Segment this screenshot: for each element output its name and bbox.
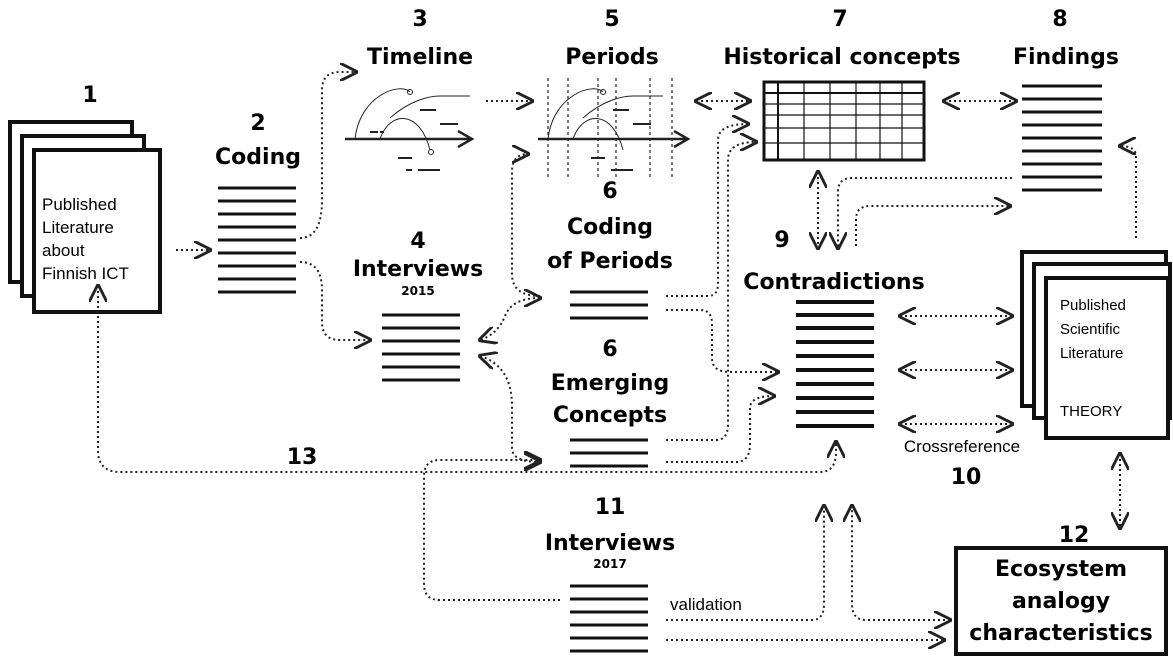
step-5-title: Periods xyxy=(565,45,658,70)
step-3-title: Timeline xyxy=(367,45,473,70)
step-9-number: 9 xyxy=(774,228,789,253)
step-8-title: Findings xyxy=(1013,45,1119,70)
step-3-number: 3 xyxy=(412,7,427,32)
step-12-title-line-1: Ecosystem xyxy=(995,557,1127,582)
theory-document-stack xyxy=(1020,250,1172,440)
theory-doc-tag: THEORY xyxy=(1060,403,1122,420)
arrow-interviews-emerging xyxy=(480,356,540,462)
step-7-title: Historical concepts xyxy=(723,45,960,70)
contradictions-bars xyxy=(796,300,874,428)
arrow-interviews2017-to-emerging xyxy=(423,460,560,601)
literature-doc-line-2: Literature xyxy=(42,218,114,237)
step-1-number: 1 xyxy=(82,83,97,108)
theory-doc-line-2: Scientific xyxy=(1060,321,1121,338)
interviews-2017-bars xyxy=(570,584,648,653)
arrow-contradictions-to-findings xyxy=(855,206,1010,246)
arrow-coding-periods-to-table xyxy=(666,124,748,297)
step-6b-number: 6 xyxy=(602,337,617,362)
step-11-number: 11 xyxy=(595,495,626,520)
step-2-number: 2 xyxy=(250,111,265,136)
step-11-title: Interviews xyxy=(545,531,675,556)
theory-doc-line-3: Literature xyxy=(1060,345,1123,362)
literature-doc-line-1: Published xyxy=(42,195,117,214)
validation-label: validation xyxy=(670,595,742,614)
step-6b-title-line-2: Concepts xyxy=(553,403,667,428)
arrow-theory-to-findings xyxy=(1120,146,1137,238)
arrow-validation-to-contradictions xyxy=(666,506,824,621)
arrow-emerging-to-contradictions xyxy=(666,396,774,463)
step-11-year: 2017 xyxy=(593,557,626,571)
step-2-title: Coding xyxy=(215,145,301,170)
step-10-number: 10 xyxy=(951,465,982,490)
periods-sketch xyxy=(538,78,691,180)
coding-bars xyxy=(218,186,296,294)
step-12-title-line-3: characteristics xyxy=(969,621,1152,646)
literature-doc-line-3: about xyxy=(42,241,85,260)
findings-bars xyxy=(1022,84,1102,192)
theory-doc-line-1: Published xyxy=(1060,297,1126,314)
arrow-coding-to-timeline xyxy=(299,72,356,239)
arrow-interviews-coding-periods xyxy=(480,298,540,340)
step-12-number: 12 xyxy=(1059,523,1090,548)
interviews-2015-bars xyxy=(382,313,460,382)
flow-arrows xyxy=(98,72,1137,640)
arrow-coding-periods-to-contradictions xyxy=(666,309,778,372)
literature-doc-line-4: Finnish ICT xyxy=(42,264,129,283)
step-9-title: Contradictions xyxy=(743,270,924,295)
crossreference-label: Crossreference xyxy=(904,437,1020,456)
arrow-ecosystem-to-contradictions xyxy=(852,506,950,620)
step-6b-title-line-1: Emerging xyxy=(551,371,669,396)
step-13-number: 13 xyxy=(287,445,318,470)
step-12-title-line-2: analogy xyxy=(1012,589,1110,614)
arrow-13-literature-contradictions xyxy=(98,286,836,473)
step-6a-title-line-2: of Periods xyxy=(547,249,673,274)
step-6a-title-line-1: Coding xyxy=(567,215,653,240)
step-4-title: Interviews xyxy=(353,257,483,282)
arrow-findings-to-contradictions-a xyxy=(838,177,1012,248)
step-8-number: 8 xyxy=(1052,7,1067,32)
step-6a-number: 6 xyxy=(602,179,617,204)
ecosystem-box xyxy=(954,546,1168,656)
timeline-sketch xyxy=(345,88,475,171)
emerging-concepts-bars xyxy=(570,438,648,468)
coding-of-periods-bars xyxy=(570,290,648,320)
arrow-coding-periods-to-periods xyxy=(511,154,541,297)
literature-document-stack xyxy=(8,120,162,314)
step-4-year: 2015 xyxy=(401,284,434,298)
step-7-number: 7 xyxy=(832,7,847,32)
step-4-number: 4 xyxy=(410,229,425,254)
historical-concepts-table xyxy=(762,80,926,162)
step-5-number: 5 xyxy=(604,7,619,32)
